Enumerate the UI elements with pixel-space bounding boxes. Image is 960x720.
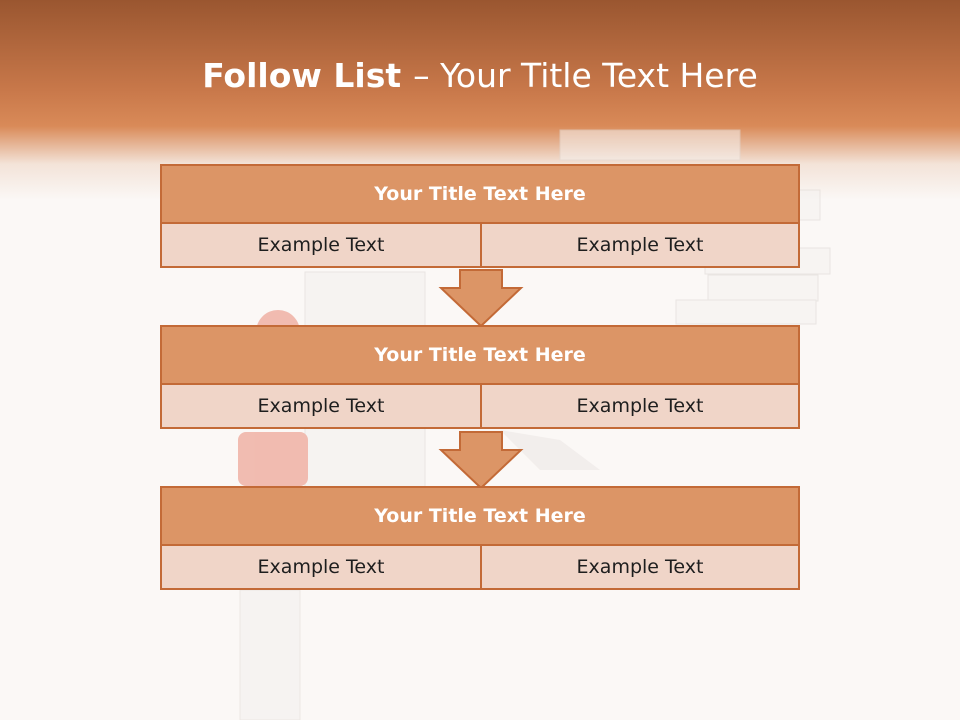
block-cell-left: Example Text [162, 224, 482, 266]
block-title: Your Title Text Here [162, 488, 798, 546]
list-block: Your Title Text Here Example Text Exampl… [160, 164, 800, 268]
block-title: Your Title Text Here [162, 327, 798, 385]
block-cell-left: Example Text [162, 385, 482, 427]
down-arrow-icon [438, 269, 524, 328]
slide-title-bold: Follow List [202, 56, 402, 95]
slide-title-rest: – Your Title Text Here [413, 56, 758, 95]
down-arrow-icon [438, 431, 524, 490]
block-cell-right: Example Text [576, 234, 704, 256]
list-block: Your Title Text Here Example Text Exampl… [160, 486, 800, 590]
block-title: Your Title Text Here [162, 166, 798, 224]
block-cell-left: Example Text [162, 546, 482, 588]
block-cell-right: Example Text [576, 395, 704, 417]
block-cell-right: Example Text [576, 556, 704, 578]
slide-title: Follow List – Your Title Text Here [0, 52, 960, 100]
list-block: Your Title Text Here Example Text Exampl… [160, 325, 800, 429]
